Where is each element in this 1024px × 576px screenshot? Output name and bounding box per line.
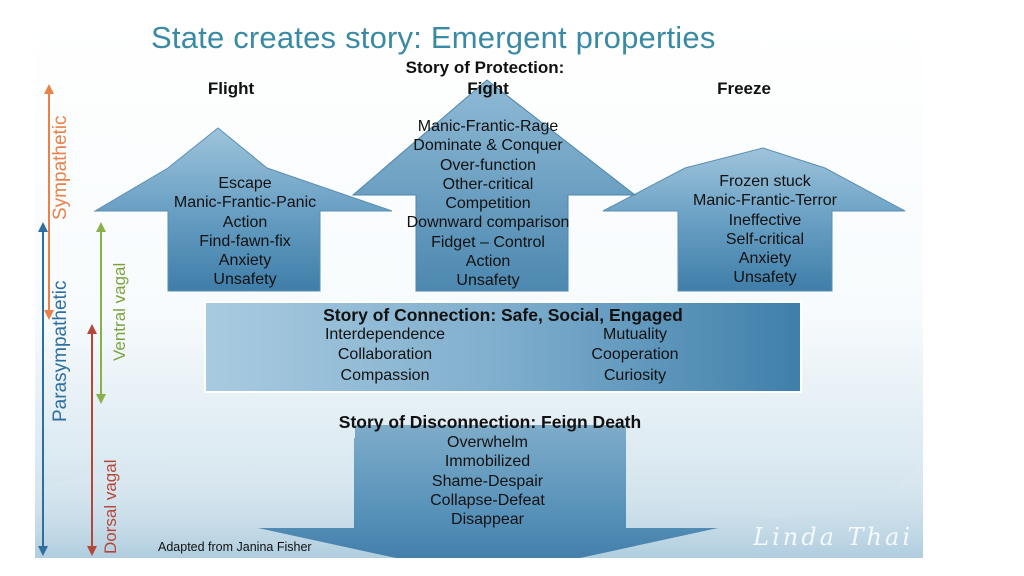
disconnection-heading: Story of Disconnection: Feign Death <box>338 412 642 432</box>
flight-label: Flight <box>207 79 255 98</box>
disconnection-arrow-body <box>258 425 718 558</box>
list-item: Curiosity <box>603 366 667 384</box>
protection-heading: Story of Protection: <box>405 58 565 77</box>
list-item: Anxiety <box>738 250 792 268</box>
credit-text: Adapted from Janina Fisher <box>158 540 312 554</box>
list-item: Collaboration <box>337 346 433 364</box>
fight-label: Fight <box>467 79 509 98</box>
signature-logo: Linda Thai <box>753 523 913 551</box>
list-item: Frozen stuck <box>719 173 811 190</box>
fight-arrow <box>351 79 637 292</box>
list-item: Escape <box>218 175 272 192</box>
list-item: Immobilized <box>444 453 531 471</box>
list-item: Unsafety <box>213 271 277 289</box>
sympathetic-arrow-head-bottom <box>44 310 54 320</box>
list-item: Manic-Frantic-Rage <box>417 118 559 135</box>
ventral-vagal-arrow-head-bottom <box>96 394 106 404</box>
connection-left-list: Interdependence Collaboration Compassion <box>285 325 485 386</box>
list-item: Action <box>465 253 511 271</box>
list-item: Find-fawn-fix <box>199 232 291 250</box>
flight-arrow <box>93 127 393 292</box>
dorsal-vagal-arrow-head-top <box>87 324 97 334</box>
parasympathetic-arrow-head-top <box>38 222 48 232</box>
list-item: Downward comparison <box>406 214 570 232</box>
list-item: Ineffective <box>728 211 802 229</box>
freeze-label: Freeze <box>717 79 771 98</box>
list-item: Fidget – Control <box>431 233 545 251</box>
ventral-vagal-arrow-head-top <box>96 222 106 232</box>
list-item: Manic-Frantic-Terror <box>692 192 837 210</box>
ventral-vagal-label: Ventral vagal <box>110 262 129 361</box>
connection-heading: Story of Connection: Safe, Social, Engag… <box>323 305 683 325</box>
list-item: Unsafety <box>456 272 520 290</box>
list-item: Shame-Despair <box>431 472 544 490</box>
list-item: Anxiety <box>218 252 272 270</box>
flight-list: Escape Manic-Frantic-Panic Action Find-f… <box>140 174 350 290</box>
list-item: Overwhelm <box>447 434 528 451</box>
list-item: Dominate & Conquer <box>413 137 563 155</box>
connection-right-list: Mutuality Cooperation Curiosity <box>555 325 715 386</box>
list-item: Interdependence <box>324 326 446 343</box>
dorsal-vagal-arrow-head-bottom <box>87 546 97 556</box>
list-item: Disappear <box>451 511 524 529</box>
slide-title: State creates story: Emergent properties <box>151 20 716 55</box>
connection-box <box>204 301 802 393</box>
list-item: Mutuality <box>602 326 668 343</box>
slide: State creates story: Emergent properties… <box>35 18 923 558</box>
list-item: Manic-Frantic-Panic <box>173 194 317 212</box>
list-item: Collapse-Defeat <box>430 491 545 509</box>
list-item: Unsafety <box>733 269 797 287</box>
parasympathetic-label: Parasympathetic <box>50 280 71 422</box>
parasympathetic-arrow-head-bottom <box>38 546 48 556</box>
list-item: Compassion <box>340 366 430 384</box>
sympathetic-arrow-head-top <box>44 84 54 94</box>
list-item: Over-function <box>439 156 537 174</box>
list-item: Action <box>222 213 268 231</box>
dorsal-vagal-label: Dorsal vagal <box>101 459 120 555</box>
list-item: Cooperation <box>591 346 679 364</box>
sympathetic-label: Sympathetic <box>50 115 71 220</box>
disconnection-list: Overwhelm Immobilized Shame-Despair Coll… <box>380 433 595 529</box>
list-item: Other-critical <box>442 175 534 193</box>
list-item: Self-critical <box>725 230 805 248</box>
diagram-graphics <box>35 79 923 558</box>
freeze-arrow <box>602 147 906 292</box>
freeze-list: Frozen stuck Manic-Frantic-Terror Ineffe… <box>655 172 875 288</box>
list-item: Competition <box>445 195 531 213</box>
fight-list: Manic-Frantic-Rage Dominate & Conquer Ov… <box>378 117 598 291</box>
